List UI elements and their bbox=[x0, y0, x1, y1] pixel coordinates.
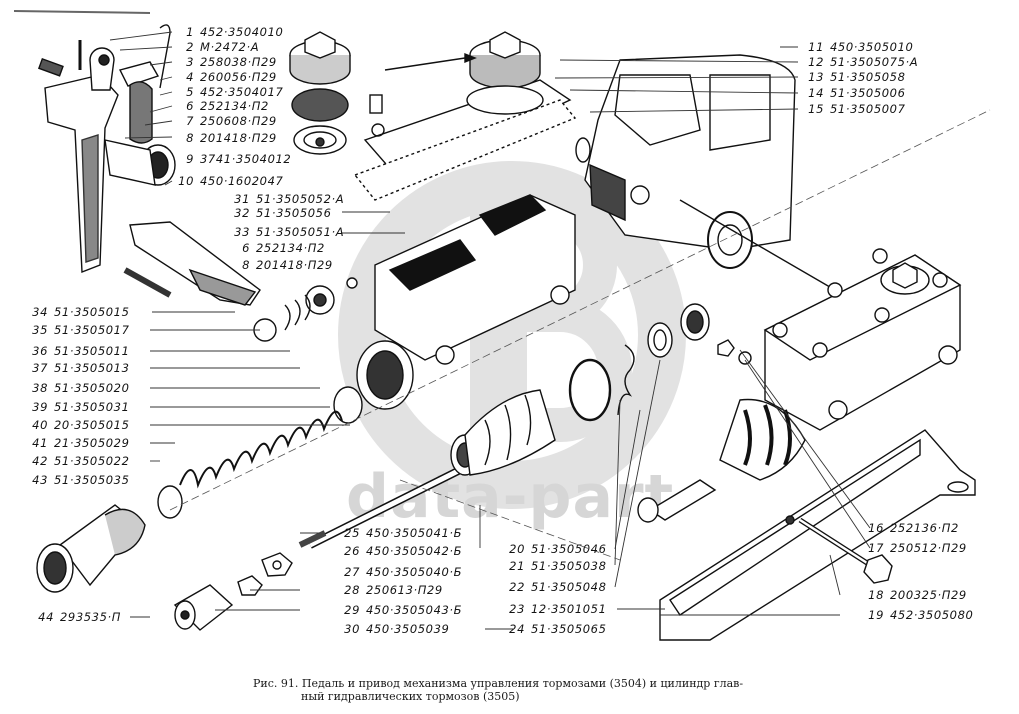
caption-line-1: Рис. 91. Педаль и привод механизма управ… bbox=[253, 677, 744, 690]
leader-lines bbox=[109, 31, 871, 630]
piston-assembly bbox=[253, 277, 363, 424]
pedal bbox=[123, 221, 261, 306]
caption-line-2: ный гидравлических тормозов (3505) bbox=[301, 690, 520, 703]
uaz-van bbox=[575, 54, 836, 291]
return-spring bbox=[179, 410, 343, 489]
axis-lines bbox=[169, 109, 991, 561]
push-rod bbox=[298, 466, 462, 549]
boot-left bbox=[36, 485, 183, 593]
pedal-bracket bbox=[37, 24, 176, 274]
fork-and-nuts bbox=[173, 552, 293, 631]
filler-cap-center bbox=[384, 31, 544, 115]
filler-cap-left bbox=[289, 31, 351, 155]
mounting-bracket bbox=[659, 429, 976, 641]
bellows-boot-center bbox=[450, 344, 635, 476]
seal-rings bbox=[647, 303, 752, 365]
top-rule bbox=[13, 10, 151, 14]
figure-caption: Рис. 91. Педаль и привод механизма управ… bbox=[253, 677, 793, 703]
master-cylinder-body bbox=[356, 194, 576, 410]
master-cylinder-assembled bbox=[637, 248, 962, 523]
